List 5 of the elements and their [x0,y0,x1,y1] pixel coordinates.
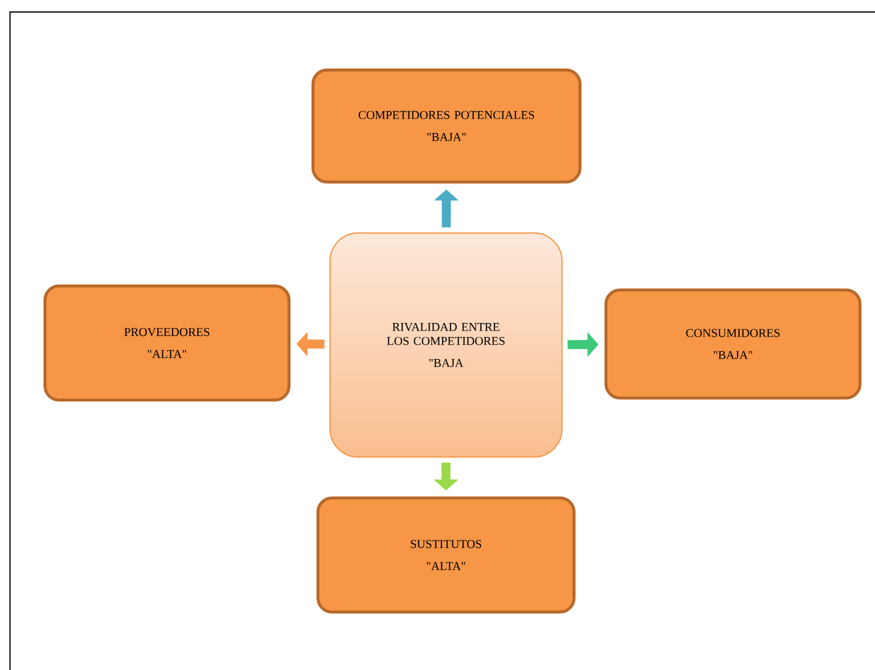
force-box: SUSTITUTOS "ALTA" [316,496,576,614]
force-box: COMPETIDORES POTENCIALES "BAJA" [312,68,582,184]
central-box: RIVALIDAD ENTRE LOS COMPETIDORES "BAJA [329,232,563,458]
force-box: CONSUMIDORES "BAJA" [604,288,862,400]
force-box: PROVEEDORES "ALTA" [44,284,290,402]
